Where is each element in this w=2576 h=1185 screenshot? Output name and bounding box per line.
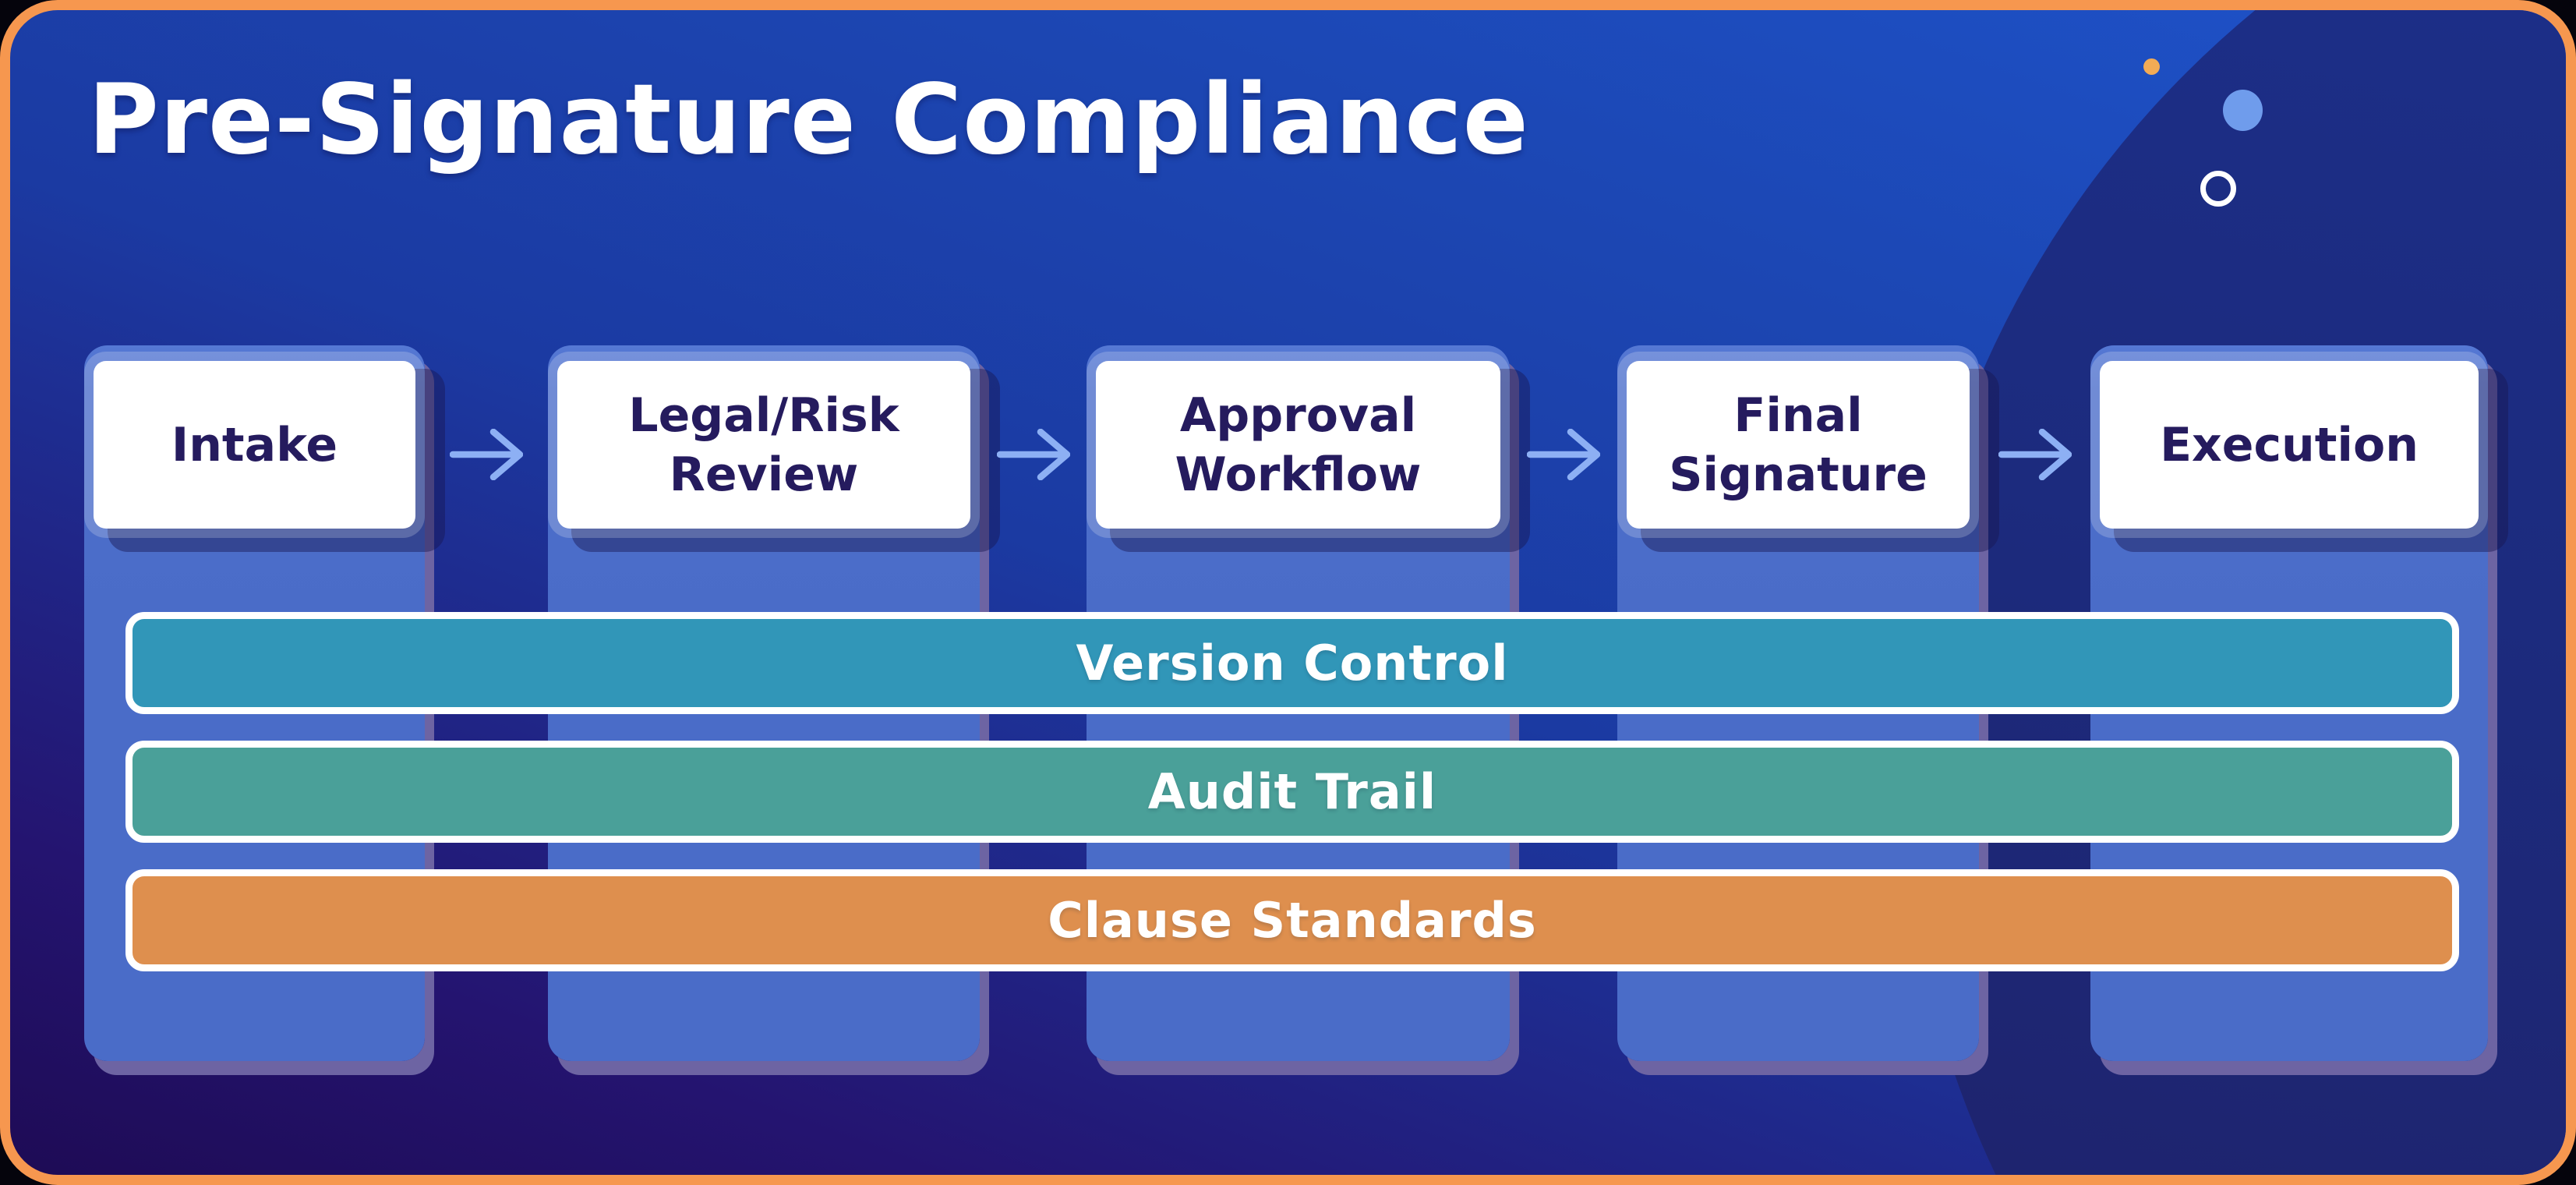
flow-arrow-icon — [1527, 429, 1600, 480]
decor-dot-blue-icon — [2223, 90, 2263, 131]
overlay-bar-audit-trail: Audit Trail — [125, 741, 2459, 843]
stage-label-text: Approval Workflow — [1175, 387, 1422, 502]
stage-label-text: Intake — [171, 417, 338, 472]
stage-label-intake: Intake — [94, 361, 415, 529]
overlay-bar-clause-standards: Clause Standards — [125, 869, 2459, 971]
decor-dot-orange-icon — [2143, 58, 2160, 75]
flow-arrow-icon — [450, 429, 523, 480]
stage-label-approval-workflow: Approval Workflow — [1096, 361, 1500, 529]
flow-arrow-icon — [1998, 429, 2072, 480]
decor-ring-icon — [2200, 171, 2236, 207]
stage-label-legal-risk-review: Legal/Risk Review — [557, 361, 970, 529]
page-title: Pre-Signature Compliance — [88, 64, 1529, 176]
stage-label-execution: Execution — [2100, 361, 2479, 529]
stage-label-text: Final Signature — [1669, 387, 1928, 502]
stage-label-final-signature: Final Signature — [1627, 361, 1970, 529]
overlay-bar-label: Clause Standards — [1048, 892, 1537, 949]
flow-arrow-icon — [997, 429, 1070, 480]
stage-label-text: Legal/Risk Review — [628, 387, 899, 502]
stage-label-text: Execution — [2160, 417, 2419, 472]
overlay-bar-label: Audit Trail — [1147, 763, 1437, 820]
overlay-bar-version-control: Version Control — [125, 612, 2459, 714]
overlay-bar-label: Version Control — [1076, 635, 1509, 692]
